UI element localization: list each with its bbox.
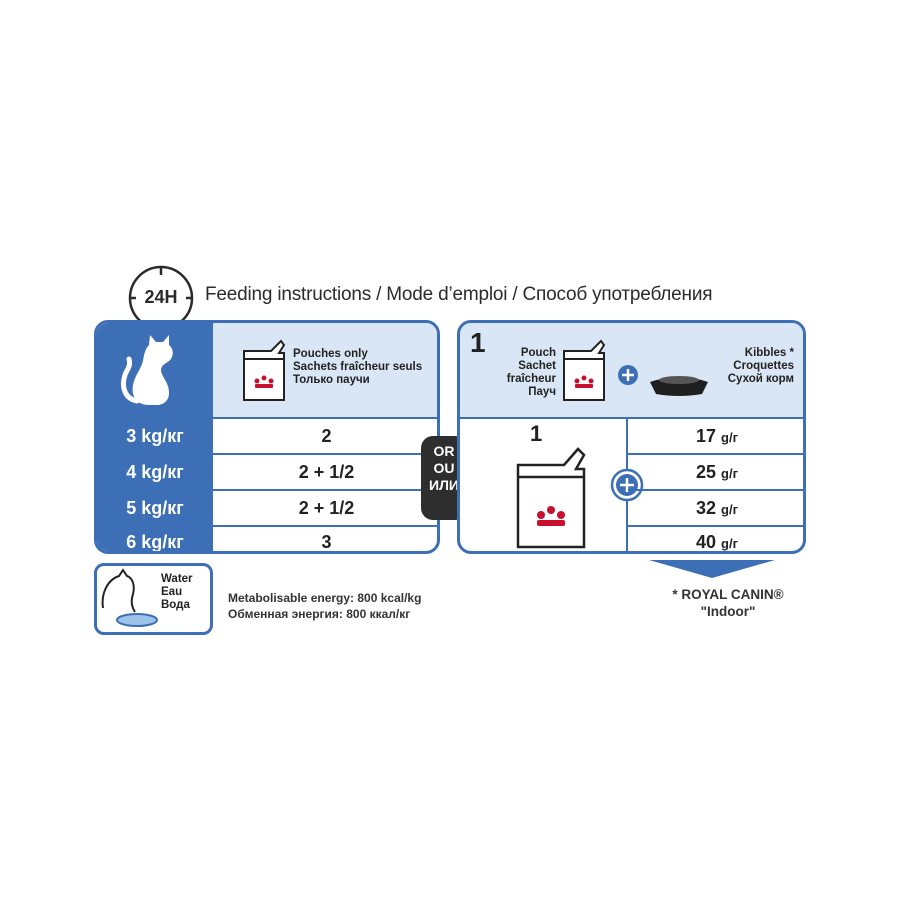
footnote: * ROYAL CANIN® "Indoor" bbox=[628, 586, 828, 620]
weight-cell: 4 kg/кг bbox=[97, 455, 213, 489]
kibbles-ru: Сухой корм bbox=[727, 373, 794, 385]
kibble-grams-cell: 40 g/г bbox=[695, 532, 738, 552]
pouch-icon bbox=[516, 447, 586, 549]
plus-icon bbox=[618, 365, 638, 385]
kibble-grams-cell: 32 g/г bbox=[695, 498, 738, 518]
water-bowl-icon bbox=[101, 568, 158, 627]
pouch-icon bbox=[243, 339, 286, 401]
weight-cell: 5 kg/кг bbox=[97, 491, 213, 525]
header-count: 1 bbox=[470, 327, 486, 358]
footnote-product: "Indoor" bbox=[700, 604, 756, 619]
kibble-grams-cell: 17 g/г bbox=[695, 426, 738, 446]
weight-cell: 3 kg/кг bbox=[97, 419, 213, 453]
pouch-icon bbox=[563, 339, 606, 401]
or-en: OR bbox=[433, 443, 455, 459]
energy-info: Metabolisable energy: 800 kcal/kg Обменн… bbox=[228, 590, 421, 622]
pouch-count-cell: 2 bbox=[321, 426, 332, 446]
pouches-only-table: Pouches only Sachets fraîcheur seuls Тол… bbox=[94, 320, 440, 554]
footnote-brand: * ROYAL CANIN® bbox=[672, 587, 784, 602]
header-pouches-ru: Только паучи bbox=[293, 374, 370, 386]
pouch-count-cell: 3 bbox=[321, 532, 332, 552]
bowl-icon bbox=[650, 376, 708, 396]
water-box: Water Eau Вода bbox=[94, 563, 213, 635]
cat-icon bbox=[121, 335, 173, 405]
cat-cell bbox=[97, 323, 213, 417]
water-fr: Eau bbox=[161, 586, 183, 598]
kibble-grams-cell: 25 g/г bbox=[695, 462, 738, 482]
pouch-en: Pouch bbox=[520, 347, 556, 359]
left-column-header: Pouches only Sachets fraîcheur seuls Тол… bbox=[213, 323, 437, 417]
page-title: Feeding instructions / Mode d’emploi / С… bbox=[205, 284, 713, 305]
right-column-header: 1 Pouch Sachet fraîcheur Пауч Kibbles * … bbox=[460, 323, 803, 417]
header-pouches-fr: Sachets fraîcheur seuls bbox=[293, 361, 423, 373]
kibbles-en: Kibbles * bbox=[744, 347, 794, 359]
header-pouches-en: Pouches only bbox=[293, 348, 368, 360]
pouch-count: 1 bbox=[530, 421, 543, 446]
energy-ru: Обменная энергия: 800 ккал/кг bbox=[228, 607, 411, 621]
kibbles-fr: Croquettes bbox=[733, 360, 794, 372]
water-ru: Вода bbox=[161, 599, 190, 611]
water-en: Water bbox=[161, 573, 193, 585]
or-fr: OU bbox=[433, 460, 455, 476]
pouch-fr: Sachet fraîcheur bbox=[506, 360, 556, 385]
weight-cell: 6 kg/кг bbox=[97, 527, 213, 551]
energy-en: Metabolisable energy: 800 kcal/kg bbox=[228, 591, 422, 605]
pouch-ru: Пауч bbox=[528, 386, 556, 398]
down-arrow-icon bbox=[649, 560, 775, 578]
pouch-count-cell: 2 + 1/2 bbox=[298, 462, 355, 482]
or-ru: ИЛИ bbox=[429, 477, 459, 493]
clock-label: 24H bbox=[144, 287, 178, 307]
mixed-feeding-table: 1 Pouch Sachet fraîcheur Пауч Kibbles * … bbox=[457, 320, 806, 554]
pouch-count-cell: 2 + 1/2 bbox=[298, 498, 355, 518]
